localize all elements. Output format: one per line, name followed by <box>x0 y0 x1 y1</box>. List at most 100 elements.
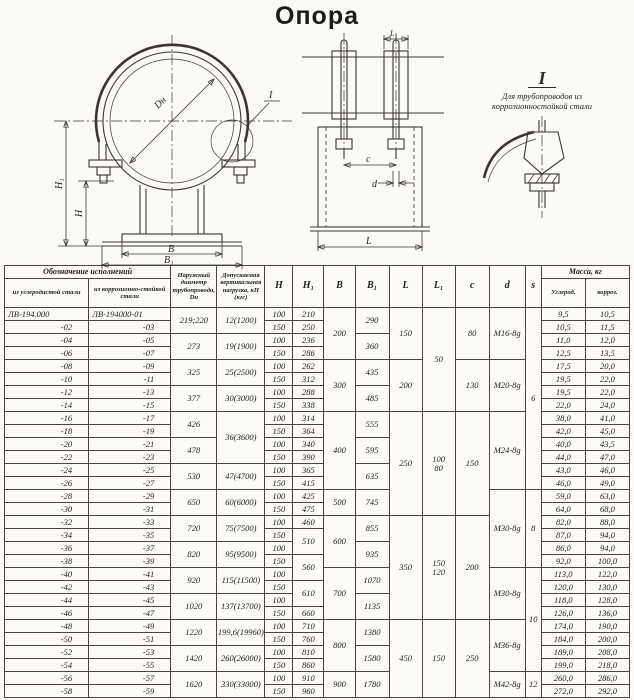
cell-mass_corr: 130,0 <box>584 580 631 594</box>
cell-h: 100 <box>264 645 294 659</box>
cell-dn: 1420 <box>170 645 218 672</box>
cell-carbon: -08 <box>3 359 90 373</box>
header-carbon-steel: из углеродистой стали <box>3 278 90 308</box>
cell-mass_corr: 94,0 <box>584 541 631 555</box>
cell-load: 47(4700) <box>216 463 266 490</box>
cell-h: 150 <box>264 580 294 594</box>
cell-h: 100 <box>264 359 294 373</box>
clamp-strap <box>88 43 256 184</box>
cell-carbon: -10 <box>3 372 90 386</box>
cell-b1: 635 <box>354 463 390 490</box>
cell-s: 12 <box>524 671 542 698</box>
cell-carbon: -06 <box>3 346 90 360</box>
cell-h1: 314 <box>292 411 325 425</box>
cell-b: 900 <box>323 671 356 698</box>
header-b: B <box>323 265 356 308</box>
cell-carbon: -14 <box>3 398 90 412</box>
cell-mass_carbon: 86,0 <box>540 541 586 555</box>
cell-load: 25(2500) <box>216 359 266 386</box>
pipe-section <box>102 51 242 191</box>
cell-corr: -53 <box>88 645 172 659</box>
cell-mass_corr: 20,0 <box>584 359 631 373</box>
cell-h: 100 <box>264 593 294 607</box>
cell-h: 150 <box>264 554 294 568</box>
cell-mass_carbon: 38,0 <box>540 411 586 425</box>
cell-mass_corr: 22,0 <box>584 372 631 386</box>
cell-corr: -21 <box>88 437 172 451</box>
cell-carbon: -30 <box>3 502 90 516</box>
detail-sketch-drawing <box>482 115 565 218</box>
cell-mass_carbon: 184,0 <box>540 632 586 646</box>
cell-dn: 720 <box>170 515 218 542</box>
cell-mass_corr: 68,0 <box>584 502 631 516</box>
cell-h: 150 <box>264 320 294 334</box>
cell-carbon: -24 <box>3 463 90 477</box>
front-view-drawing: I Dн H₁ H B B₁ <box>54 35 292 269</box>
cell-mass_carbon: 120,0 <box>540 580 586 594</box>
cell-mass_corr: 49,0 <box>584 476 631 490</box>
cell-load: 199,6(19960) <box>216 619 266 646</box>
cell-d: М20-8g <box>488 359 526 412</box>
cell-corr: -49 <box>88 619 172 633</box>
side-dimensions: L₁ c d L <box>318 29 422 251</box>
cell-carbon: -12 <box>3 385 90 399</box>
cell-carbon: ЛВ-194.000 <box>3 307 90 321</box>
cell-mass_carbon: 9,5 <box>540 307 586 321</box>
cell-dn: 820 <box>170 541 218 568</box>
cell-carbon: -54 <box>3 658 90 672</box>
cell-h1: 236 <box>292 333 325 347</box>
cell-mass_carbon: 44,0 <box>540 450 586 464</box>
cell-h: 150 <box>264 658 294 672</box>
cell-corr: -15 <box>88 398 172 412</box>
header-diameter: Наружный диаметр трубопровода, Dн <box>170 265 218 308</box>
cell-h: 150 <box>264 398 294 412</box>
cell-mass_carbon: 12,5 <box>540 346 586 360</box>
cell-corr: -29 <box>88 489 172 503</box>
detail-view: I Для трубопроводов из коррозионностойко… <box>458 69 626 218</box>
cell-l1: 150 120 <box>421 515 456 620</box>
support-box <box>310 126 430 232</box>
cell-h: 100 <box>264 411 294 425</box>
b-label: B <box>168 244 174 255</box>
cell-mass_carbon: 92,0 <box>540 554 586 568</box>
header-l1: L₁ <box>421 265 456 308</box>
cell-mass_carbon: 87,0 <box>540 528 586 542</box>
cell-corr: -39 <box>88 554 172 568</box>
cell-h: 150 <box>264 606 294 620</box>
header-corrosion-steel: из коррозионно-стойкой стали <box>88 278 172 308</box>
cell-h: 100 <box>264 671 294 685</box>
cell-h1: 460 <box>292 515 325 529</box>
front-dimensions: Dн H₁ H B B₁ <box>54 79 242 269</box>
cell-h1: 210 <box>292 307 325 321</box>
cell-h1: 660 <box>292 606 325 620</box>
cell-corr: -59 <box>88 684 172 698</box>
cell-mass_corr: 208,0 <box>584 645 631 659</box>
cell-h1: 250 <box>292 320 325 334</box>
cell-carbon: -52 <box>3 645 90 659</box>
cell-corr: -13 <box>88 385 172 399</box>
cell-h1: 475 <box>292 502 325 516</box>
cell-h: 150 <box>264 450 294 464</box>
cell-h: 150 <box>264 632 294 646</box>
cell-dn: 426 <box>170 411 218 438</box>
cell-h: 150 <box>264 502 294 516</box>
cell-c: 250 <box>454 619 490 698</box>
header-h: H <box>264 265 294 308</box>
cell-carbon: -18 <box>3 424 90 438</box>
cell-corr: -27 <box>88 476 172 490</box>
cell-corr: -45 <box>88 593 172 607</box>
cell-mass_carbon: 126,0 <box>540 606 586 620</box>
cell-mass_corr: 218,0 <box>584 658 631 672</box>
cell-carbon: -50 <box>3 632 90 646</box>
cell-dn: 1220 <box>170 619 218 646</box>
cell-h: 150 <box>264 528 294 542</box>
drawing-area: I Dн H₁ H B B₁ <box>0 29 634 269</box>
header-mass-carbon: Углерод. <box>540 278 586 308</box>
cell-load: 60(6000) <box>216 489 266 516</box>
cell-h: 100 <box>264 489 294 503</box>
cell-d: М36-8g <box>488 619 526 672</box>
cell-b1: 435 <box>354 359 390 386</box>
